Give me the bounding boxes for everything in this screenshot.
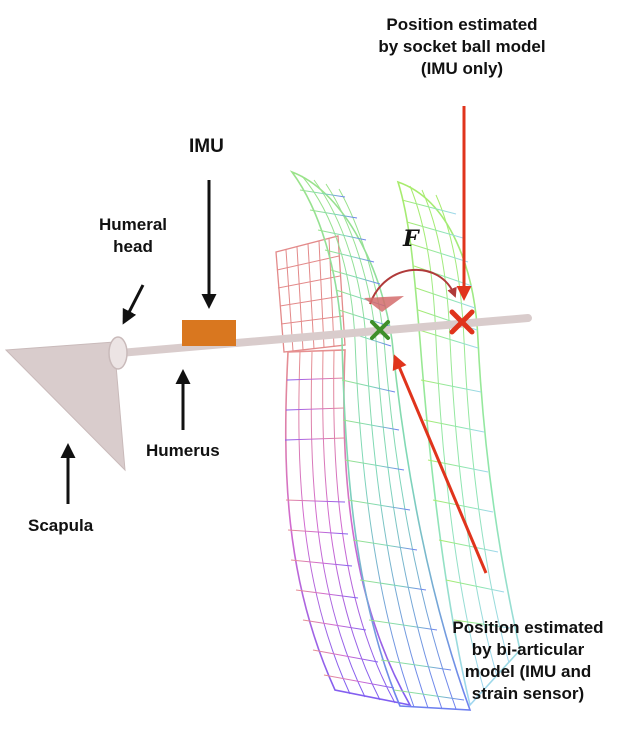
socket-ball-label-line: (IMU only) [420,59,504,78]
socket-ball-label: Position estimated by socket ball model … [352,14,572,80]
bi-articular-label-line: strain sensor) [471,684,585,703]
force-arc [364,269,457,312]
humeral-head-arrow [122,284,145,325]
socket-ball-label-line: Position estimated [386,15,538,34]
socket-ball-label-line: by socket ball model [378,37,546,56]
bi-articular-label-line: Position estimated [452,618,604,637]
humerus-label: Humerus [146,441,220,460]
bi-articular-arrow [392,354,488,574]
humeral-head-label-line: head [113,237,153,256]
force-label: F [403,226,419,252]
scapula-shape [4,341,126,472]
humeral-head-label-line: Humeral [98,215,168,234]
surface-left-band [284,349,412,707]
scapula-label: Scapula [28,516,94,535]
bi-articular-label: Position estimated by bi-articular model… [428,617,628,705]
socket-ball-x-mark-icon [449,309,475,335]
surface-middle-band [289,170,472,711]
imu-label: IMU [189,136,224,157]
bi-articular-label-line: by bi-articular [471,640,585,659]
bi-articular-label-line: model (IMU and [464,662,592,681]
imu-box [182,320,236,346]
humeral-head-label: Humeral head [88,214,178,258]
surface-right-band [396,180,521,707]
humeral-head-shape [108,336,128,370]
bi-articular-x-mark-icon [370,320,390,340]
